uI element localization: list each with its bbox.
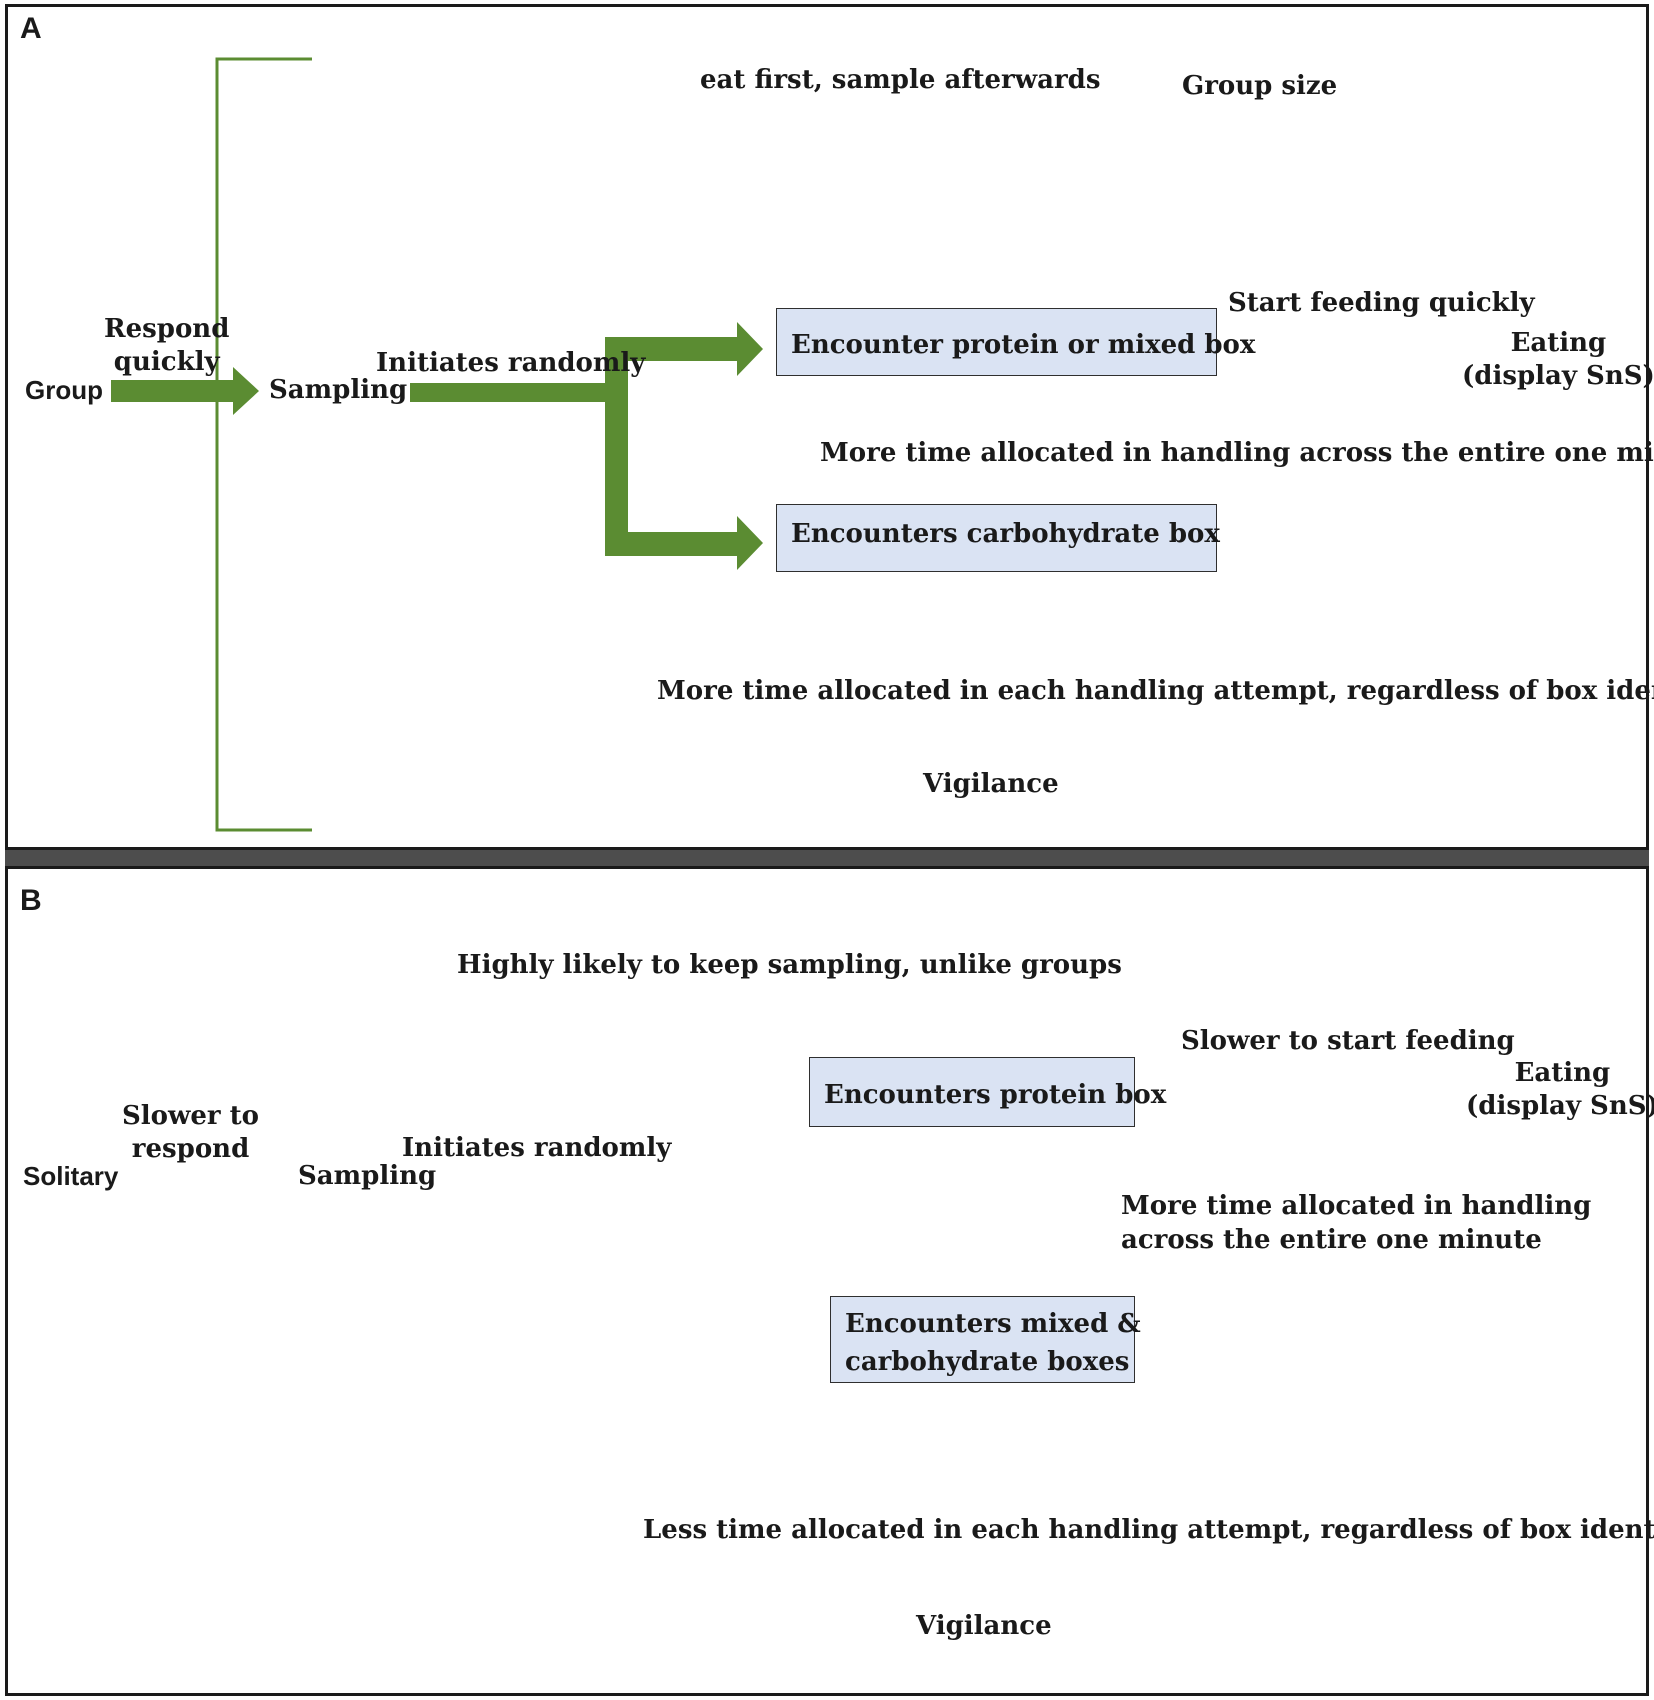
vigilance-label-b: Vigilance (916, 1611, 1052, 1641)
less-time-attempt-label: Less time allocated in each handling att… (643, 1515, 1654, 1545)
panel-b-label: B (20, 884, 42, 917)
slower-respond-label: Slower to respond (122, 1101, 260, 1164)
group-label: Group (25, 375, 103, 405)
keep-sampling-label: Highly likely to keep sampling, unlike g… (457, 950, 1122, 980)
mixed-carbohydrate-box-label: Encounters mixed & carbohydrate boxes (845, 1309, 1141, 1377)
group-size-label: Group size (1182, 71, 1338, 101)
protein-box: Encounters protein box (809, 1057, 1166, 1127)
panel-a-bracket (215, 57, 312, 832)
eating-label-a: Eating (display SnS) (1462, 328, 1654, 391)
solitary-label: Solitary (23, 1161, 119, 1191)
mixed-carbohydrate-box: Encounters mixed & carbohydrate boxes (830, 1296, 1141, 1383)
more-time-minute-label-b: More time allocated in handling across t… (1121, 1191, 1592, 1255)
sampling-label-a: Sampling (269, 375, 408, 405)
sampling-fork-arrow (410, 322, 763, 570)
sampling-label-b: Sampling (298, 1161, 437, 1191)
protein-or-mixed-box: Encounter protein or mixed box (776, 308, 1255, 376)
panel-a-label: A (20, 12, 42, 45)
slower-feeding-label: Slower to start feeding (1181, 1026, 1515, 1056)
panel-b (5, 866, 1649, 1696)
start-feeding-label: Start feeding quickly (1228, 288, 1535, 318)
carbohydrate-box: Encounters carbohydrate box (776, 504, 1220, 572)
eat-first-label: eat first, sample afterwards (700, 65, 1101, 95)
more-time-minute-label-a: More time allocated in handling across t… (820, 438, 1654, 468)
panel-a (5, 4, 1649, 850)
protein-box-label: Encounters protein box (824, 1080, 1167, 1110)
group-to-sampling-arrow (111, 367, 259, 415)
respond-quickly-label: Respond quickly (104, 314, 230, 377)
initiates-randomly-label-b: Initiates randomly (402, 1133, 672, 1163)
protein-or-mixed-box-label: Encounter protein or mixed box (791, 330, 1256, 360)
vigilance-label-a: Vigilance (923, 769, 1059, 799)
initiates-randomly-label-a: Initiates randomly (376, 348, 646, 378)
panel-separator (5, 850, 1649, 866)
eating-label-b: Eating (display SnS) (1466, 1058, 1654, 1121)
carbohydrate-box-label: Encounters carbohydrate box (791, 519, 1220, 549)
more-time-attempt-label: More time allocated in each handling att… (657, 676, 1654, 706)
